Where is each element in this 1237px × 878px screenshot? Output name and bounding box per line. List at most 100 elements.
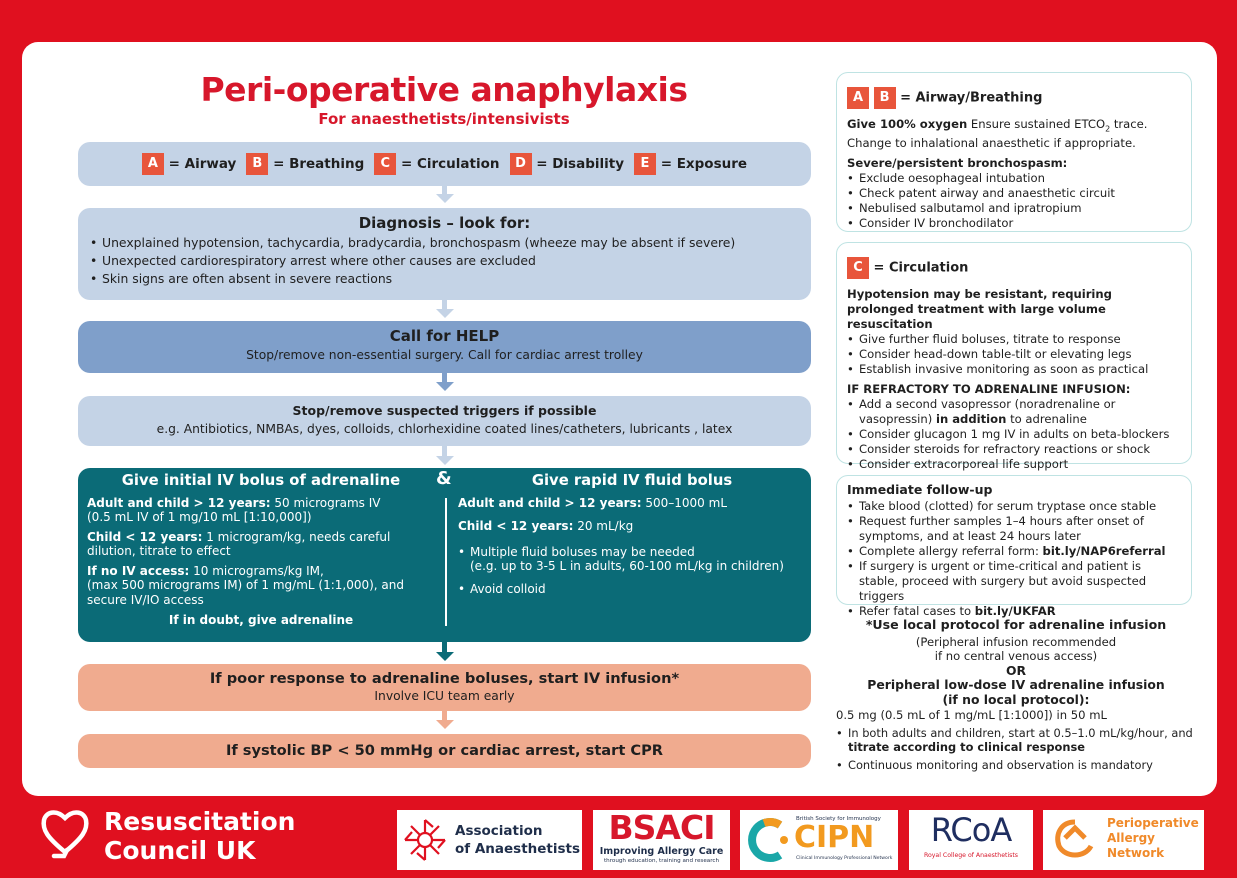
poster-card: Peri-operative anaphylaxis For anaesthet…	[22, 42, 1217, 796]
letter-b-badge: B	[873, 87, 896, 109]
arrow-stem	[442, 373, 447, 382]
cipn-subtitle: Clinical Immunology Professional Network	[796, 856, 893, 861]
protocol-title3: (if no local protocol):	[942, 691, 1090, 707]
fluid-bullet: Multiple fluid boluses may be needed(e.g…	[458, 545, 806, 574]
arrow-stem	[442, 642, 447, 652]
triggers-box: Stop/remove suspected triggers if possib…	[78, 396, 811, 446]
rcuk-name-line2: Council UK	[104, 836, 256, 865]
ukfar-link[interactable]: bit.ly/UKFAR	[974, 604, 1056, 618]
adrenaline-column: Give initial IV bolus of adrenaline Adul…	[87, 473, 435, 628]
airway-item: Consider IV bronchodilator	[847, 216, 1181, 231]
protocol-item: Continuous monitoring and observation is…	[836, 758, 1196, 773]
refractory-title: IF REFRACTORY TO ADRENALINE INFUSION:	[847, 382, 1131, 396]
bsaci-tagline: Improving Allergy Care	[599, 846, 724, 857]
cpr-box: If systolic BP < 50 mmHg or cardiac arre…	[78, 734, 811, 768]
airway-item: Check patent airway and anaesthetic circ…	[847, 186, 1181, 201]
fluid-adult: Adult and child > 12 years: 500–1000 mL	[458, 495, 728, 510]
follow-up-item: Complete allergy referral form: bit.ly/N…	[847, 544, 1181, 559]
airway-breathing-panel: A B = Airway/Breathing Give 100% oxygen …	[836, 72, 1192, 232]
help-title: Call for HELP	[389, 327, 500, 345]
circulation-item: Establish invasive monitoring as soon as…	[847, 362, 1181, 377]
abcde-label-a: = Airway	[168, 156, 237, 172]
heart-icon	[41, 810, 89, 859]
abcde-label-b: = Breathing	[273, 156, 365, 172]
oxygen-line: Give 100% oxygen Ensure sustained ETCO2 …	[847, 117, 1148, 134]
aoa-logo: Association of Anaesthetists	[397, 810, 582, 870]
pan-line3: Network	[1107, 846, 1165, 860]
down-arrow-icon	[436, 720, 454, 729]
abcde-item-c: C = Circulation	[374, 153, 500, 175]
nap6-link[interactable]: bit.ly/NAP6referral	[1042, 544, 1166, 558]
treatment-box: Give initial IV bolus of adrenaline Adul…	[78, 468, 811, 642]
adrenaline-adult-dose: (0.5 mL IV of 1 mg/10 mL [1:10,000])	[87, 510, 312, 524]
fluid-bullet: Avoid colloid	[458, 582, 806, 597]
letter-a-badge: A	[141, 153, 164, 175]
bsaci-name: BSACI	[608, 808, 716, 847]
arrow-stem	[442, 300, 447, 309]
pan-logo: Perioperative Allergy Network	[1043, 810, 1204, 870]
circulation-item: Consider head-down table-tilt or elevati…	[847, 347, 1181, 362]
triggers-title: Stop/remove suspected triggers if possib…	[292, 403, 597, 418]
arrow-stem	[442, 446, 447, 456]
inhalational-line: Change to inhalational anaesthetic if ap…	[847, 136, 1136, 151]
page-title: Peri-operative anaphylaxis	[200, 70, 688, 109]
infusion-text: Involve ICU team early	[374, 689, 515, 703]
abcde-label-d: = Disability	[536, 156, 624, 172]
protocol-sub2: if no central venous access)	[934, 649, 1098, 663]
adrenaline-no-iv-dose: (max 500 micrograms IM) of 1 mg/mL (1:1,…	[87, 578, 405, 592]
circulation-heading: C = Circulation	[847, 257, 1181, 279]
protocol-sub1: (Peripheral infusion recommended	[915, 634, 1117, 649]
circulation-heading-label: = Circulation	[873, 260, 969, 276]
arrow-stem	[442, 186, 447, 194]
refractory-item: Consider extracorporeal life support	[847, 457, 1181, 472]
cipn-top-text: British Society for Immunology	[796, 816, 881, 822]
down-arrow-icon	[436, 194, 454, 203]
refractory-item: Consider glucagon 1 mg IV in adults on b…	[847, 427, 1181, 442]
airway-heading-label: = Airway/Breathing	[900, 90, 1043, 106]
diagnosis-box: Diagnosis – look for: Unexplained hypote…	[78, 208, 811, 300]
local-protocol-block: *Use local protocol for adrenaline infus…	[836, 617, 1196, 773]
protocol-item: In both adults and children, start at 0.…	[836, 726, 1196, 755]
triggers-text: e.g. Antibiotics, NMBAs, dyes, colloids,…	[156, 422, 733, 436]
infusion-box: If poor response to adrenaline boluses, …	[78, 664, 811, 711]
pan-line2: Allergy	[1107, 831, 1155, 845]
ampersand-symbol: &	[436, 468, 452, 489]
fluid-child: Child < 12 years: 20 mL/kg	[458, 519, 634, 533]
letter-a-badge: A	[847, 87, 869, 109]
pan-line1: Perioperative	[1107, 816, 1199, 830]
diagnosis-title: Diagnosis – look for:	[358, 214, 531, 232]
adrenaline-doubt: If in doubt, give adrenaline	[168, 613, 354, 627]
fluid-title: Give rapid IV fluid bolus	[531, 472, 733, 489]
aoa-name-line2: of Anaesthetists	[455, 841, 581, 857]
follow-up-item: Request further samples 1–4 hours after …	[847, 514, 1181, 544]
diagnosis-item: Skin signs are often absent in severe re…	[90, 270, 799, 288]
bsaci-tagline2: through education, training and research	[603, 858, 720, 864]
cipn-logo: British Society for Immunology CIPN Clin…	[740, 810, 898, 870]
letter-c-badge: C	[374, 153, 397, 175]
follow-up-item: If surgery is urgent or time-critical an…	[847, 559, 1181, 604]
protocol-or: OR	[1005, 662, 1027, 678]
abcde-item-d: D = Disability	[509, 153, 624, 175]
arrow-stem	[442, 711, 447, 720]
down-arrow-icon	[436, 652, 454, 661]
follow-up-panel: Immediate follow-up Take blood (clotted)…	[836, 475, 1192, 619]
cipn-emblem-icon	[748, 817, 788, 862]
rcuk-logo: Resuscitation Council UK	[40, 806, 300, 866]
bsaci-logo: BSACI Improving Allergy Care through edu…	[593, 810, 730, 870]
help-text: Stop/remove non-essential surgery. Call …	[246, 348, 643, 362]
aoa-name-line1: Association	[455, 823, 543, 839]
letter-d-badge: D	[509, 153, 532, 175]
column-divider	[445, 498, 447, 626]
abcde-label-c: = Circulation	[400, 156, 500, 172]
follow-up-item: Take blood (clotted) for serum tryptase …	[847, 499, 1181, 514]
airway-item: Nebulised salbutamol and ipratropium	[847, 201, 1181, 216]
airway-heading: A B = Airway/Breathing	[847, 87, 1181, 109]
infusion-title: If poor response to adrenaline boluses, …	[209, 670, 680, 687]
aoa-emblem-icon	[404, 819, 446, 861]
abcde-label-e: = Exposure	[660, 156, 748, 172]
down-arrow-icon	[436, 309, 454, 318]
letter-e-badge: E	[634, 153, 656, 175]
hypotension-title: Hypotension may be resistant, requiring …	[847, 287, 1112, 331]
fluid-column: Give rapid IV fluid bolus Adult and chil…	[458, 472, 806, 597]
abcde-item-e: E = Exposure	[634, 153, 747, 175]
